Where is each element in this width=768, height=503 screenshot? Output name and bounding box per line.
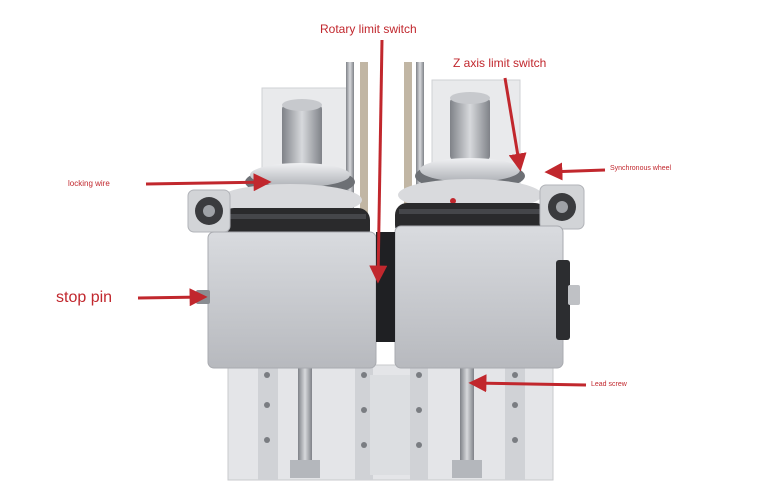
center-gap bbox=[376, 232, 395, 342]
arrow-stop-pin bbox=[137, 288, 208, 307]
label-z-axis-limit-switch: Z axis limit switch bbox=[453, 56, 547, 70]
arrow-z-axis-limit-switch bbox=[503, 77, 527, 172]
vertical-rods bbox=[346, 62, 424, 232]
arrow-rotary-limit-switch bbox=[369, 39, 388, 284]
base-screws bbox=[264, 372, 518, 448]
housing-left bbox=[196, 231, 377, 369]
label-lead-screw: Lead screw bbox=[591, 381, 627, 388]
lead-screw-left bbox=[290, 365, 320, 478]
callout-arrows bbox=[137, 39, 606, 393]
arrow-locking-wire bbox=[145, 173, 272, 192]
coupling-left bbox=[282, 99, 322, 167]
housing-right bbox=[394, 225, 580, 369]
arrow-synchronous-wheel bbox=[544, 162, 606, 181]
label-synchronous-wheel: Synchronous wheel bbox=[610, 165, 672, 172]
label-stop-pin: stop pin bbox=[56, 289, 113, 306]
label-rotary-limit-switch: Rotary limit switch bbox=[320, 22, 417, 36]
label-locking-wire: locking wire bbox=[68, 179, 110, 188]
arrow-lead-screw bbox=[468, 374, 587, 393]
side-pulleys bbox=[187, 184, 585, 233]
coupling-right bbox=[450, 92, 490, 160]
